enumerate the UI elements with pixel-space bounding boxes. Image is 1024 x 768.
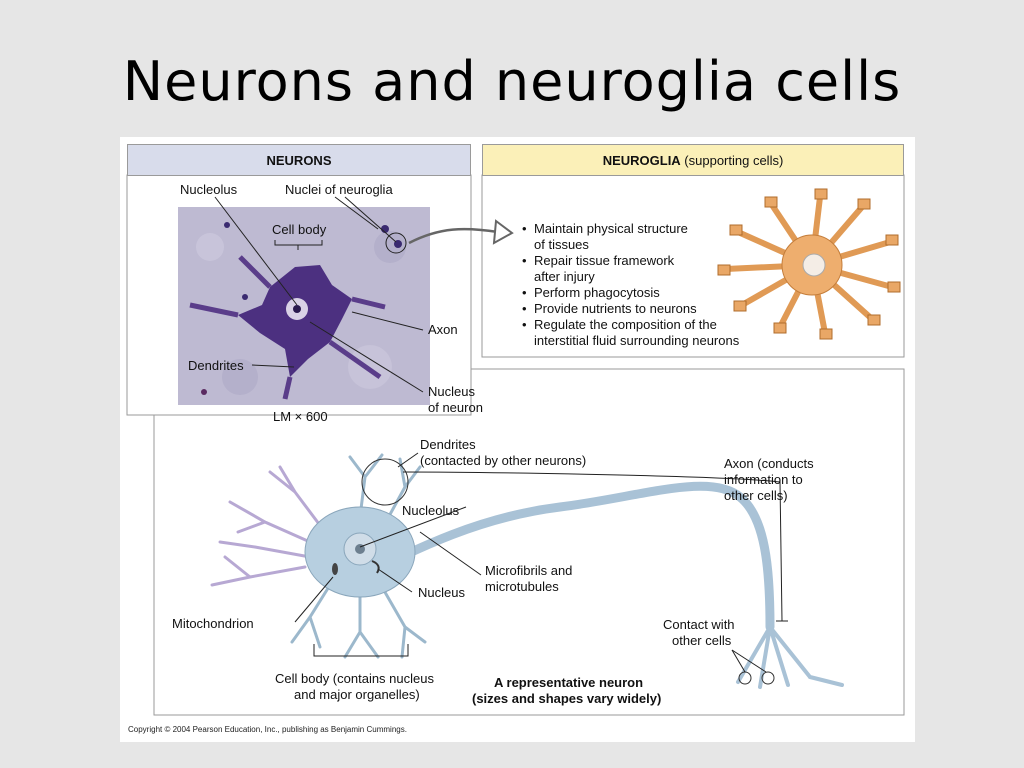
bullet-text: interstitial fluid surrounding neurons [534, 333, 740, 348]
label-mitochondrion: Mitochondrion [172, 616, 254, 631]
label-nucleus-diagram: Nucleus [418, 585, 465, 600]
bullet-text: Provide nutrients to neurons [534, 301, 697, 316]
copyright-notice: Copyright © 2004 Pearson Education, Inc.… [128, 725, 407, 734]
label-nucleus-of-neuron-2: of neuron [428, 400, 483, 415]
neuron-illustration [210, 453, 844, 689]
label-cell-body: Cell body [272, 222, 327, 237]
label-nucleus-of-neuron-1: Nucleus [428, 384, 475, 399]
label-axon-diagram-3: other cells) [724, 488, 788, 503]
label-dendrites: Dendrites [188, 358, 244, 373]
bullet-text: Maintain physical structure [534, 221, 688, 236]
label-axon: Axon [428, 322, 458, 337]
neuroglia-header-rest: (supporting cells) [680, 153, 784, 168]
neuroglia-header-bold: NEUROGLIA [602, 153, 681, 168]
label-dendrites-diagram-1: Dendrites [420, 437, 476, 452]
list-item: Regulate the composition of theinterstit… [522, 317, 739, 349]
label-cell-body-diagram-2: and major organelles) [294, 687, 420, 702]
caption-line-1: A representative neuron [494, 675, 644, 690]
label-nucleolus-diagram: Nucleolus [402, 503, 460, 518]
label-axon-diagram-2: information to [724, 472, 803, 487]
bullet-text: of tissues [534, 237, 589, 252]
list-item: Provide nutrients to neurons [522, 301, 739, 317]
label-magnification: LM × 600 [273, 409, 328, 424]
label-contact-1: Contact with [663, 617, 735, 632]
label-nucleolus: Nucleolus [180, 182, 238, 197]
label-microfibrils-1: Microfibrils and [485, 563, 573, 578]
neurons-panel-header: NEURONS [127, 144, 471, 176]
neuroglia-panel-header: NEUROGLIA (supporting cells) [482, 144, 904, 176]
slide-title: Neurons and neuroglia cells [122, 50, 902, 113]
list-item: Perform phagocytosis [522, 285, 739, 301]
label-cell-body-diagram-1: Cell body (contains nucleus [275, 671, 434, 686]
figure: NEURONS NEUROGLIA (supporting cells) Nuc… [120, 137, 915, 742]
label-nuclei-of-neuroglia: Nuclei of neuroglia [285, 182, 393, 197]
bullet-text: after injury [534, 269, 595, 284]
micrograph-image [178, 207, 430, 405]
bullet-text: Regulate the composition of the [534, 317, 717, 332]
neurons-header-text: NEURONS [266, 153, 332, 168]
label-dendrites-diagram-2: (contacted by other neurons) [420, 453, 587, 468]
bullet-text: Perform phagocytosis [534, 285, 660, 300]
label-axon-diagram-1: Axon (conducts [724, 456, 814, 471]
label-contact-2: other cells [672, 633, 732, 648]
figure-graphics [126, 174, 905, 716]
caption-line-2: (sizes and shapes vary widely) [472, 691, 662, 706]
diagram-frame [153, 368, 905, 716]
neuroglia-cell-illustration [717, 188, 901, 340]
bullet-text: Repair tissue framework [534, 253, 675, 268]
label-microfibrils-2: microtubules [485, 579, 559, 594]
